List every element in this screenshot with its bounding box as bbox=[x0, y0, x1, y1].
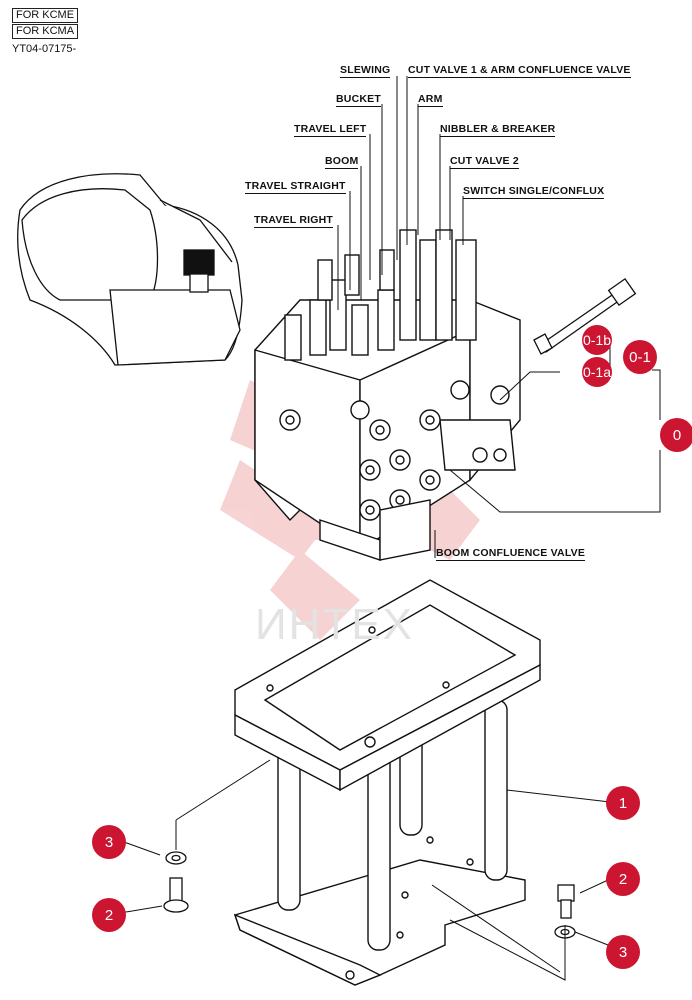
label-slewing: SLEWING bbox=[340, 64, 391, 78]
part-badge-3-right[interactable]: 3 bbox=[606, 935, 640, 969]
label-boom: BOOM bbox=[325, 155, 359, 169]
part-badge-0-1a[interactable]: 0-1a bbox=[582, 357, 612, 387]
document-number: YT04-07175- bbox=[12, 43, 77, 55]
label-cut-valve-1: CUT VALVE 1 & ARM CONFLUENCE VALVE bbox=[408, 64, 631, 78]
label-boom-confluence-valve: BOOM CONFLUENCE VALVE bbox=[436, 547, 586, 561]
hardware bbox=[163, 851, 576, 939]
part-badge-0[interactable]: 0 bbox=[660, 418, 692, 452]
part-badge-2-right[interactable]: 2 bbox=[606, 862, 640, 896]
bolt-0-1b bbox=[533, 277, 637, 355]
part-badge-0-1b[interactable]: 0-1b bbox=[582, 325, 612, 355]
control-valve-assembly bbox=[254, 229, 521, 561]
label-arm: ARM bbox=[418, 93, 443, 107]
valve-stand-frame bbox=[233, 579, 541, 986]
tag-for-kcme: FOR KCME bbox=[12, 8, 79, 23]
label-switch-single-conflux: SWITCH SINGLE/CONFLUX bbox=[463, 185, 605, 199]
watermark-text: ИНТЕХ bbox=[255, 600, 414, 649]
label-bucket: BUCKET bbox=[336, 93, 381, 107]
label-travel-right: TRAVEL RIGHT bbox=[254, 214, 334, 228]
part-badge-3-left[interactable]: 3 bbox=[92, 825, 126, 859]
leader-lines bbox=[119, 76, 661, 981]
label-cut-valve-2: CUT VALVE 2 bbox=[450, 155, 519, 169]
cab-illustration bbox=[17, 173, 243, 366]
tag-for-kcma: FOR KCMA bbox=[12, 24, 79, 39]
label-travel-left: TRAVEL LEFT bbox=[294, 123, 367, 137]
part-badge-0-1[interactable]: 0-1 bbox=[623, 340, 657, 374]
label-nibbler-breaker: NIBBLER & BREAKER bbox=[440, 123, 556, 137]
part-badge-1[interactable]: 1 bbox=[606, 786, 640, 820]
part-badge-2-left[interactable]: 2 bbox=[92, 898, 126, 932]
label-travel-straight: TRAVEL STRAIGHT bbox=[245, 180, 346, 194]
